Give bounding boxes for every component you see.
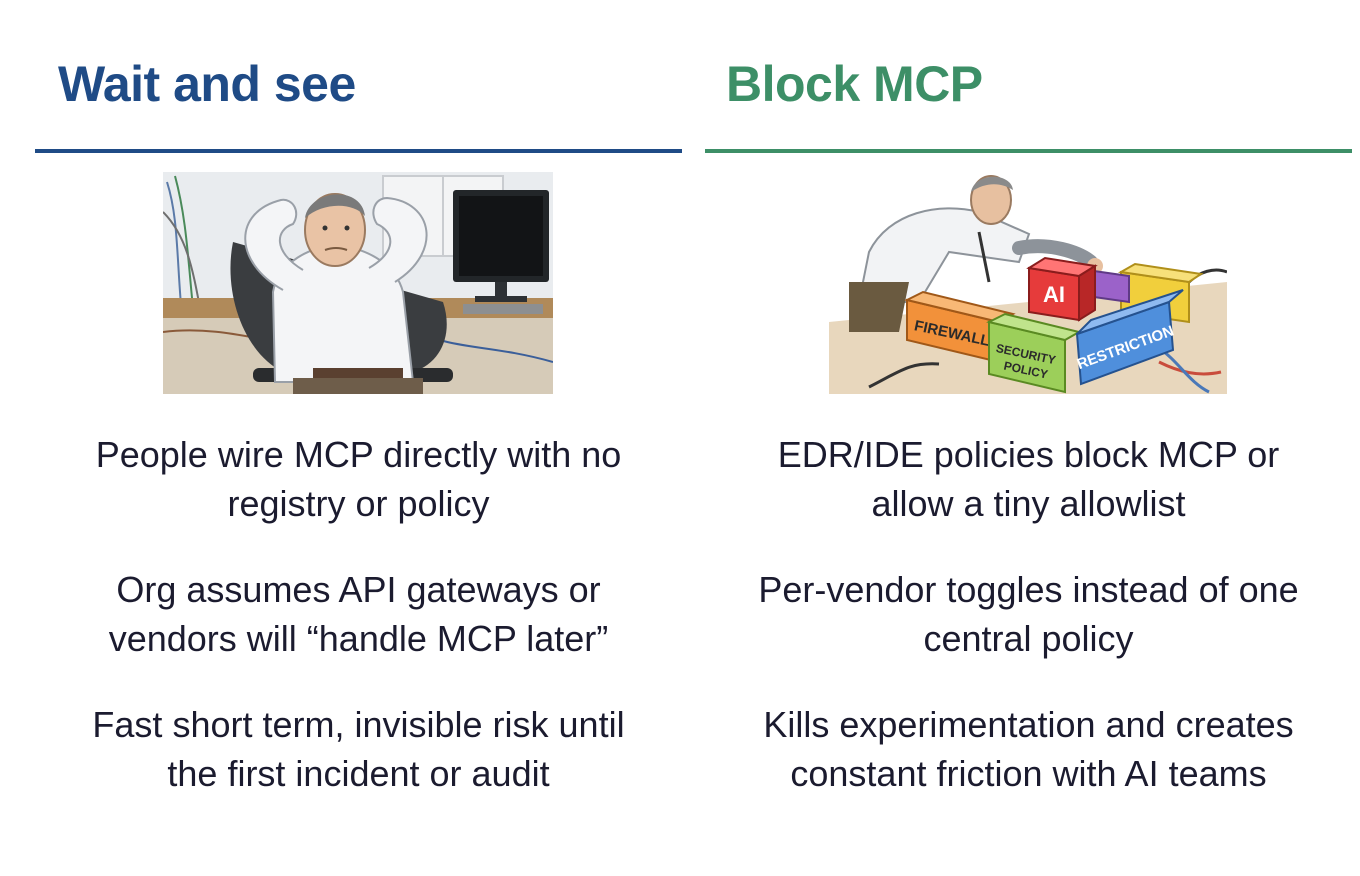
wait-and-see-title: Wait and see	[58, 56, 356, 112]
block-mcp-divider	[705, 149, 1352, 153]
block-mcp-point-3: Kills experimentation and creates consta…	[705, 700, 1352, 798]
block-mcp-point-1: EDR/IDE policies block MCP or allow a ti…	[705, 430, 1352, 528]
point-line: Per-vendor toggles instead of one	[758, 569, 1299, 610]
point-line: Fast short term, invisible risk until	[92, 704, 625, 745]
wait-and-see-point-1: People wire MCP directly with no registr…	[35, 430, 682, 528]
point-line: allow a tiny allowlist	[871, 483, 1186, 524]
point-line: EDR/IDE policies block MCP or	[777, 434, 1280, 475]
point-line: People wire MCP directly with no	[95, 434, 622, 475]
wait-and-see-point-2: Org assumes API gateways or vendors will…	[35, 565, 682, 663]
point-line: the first incident or audit	[167, 753, 550, 794]
block-mcp-point-2: Per-vendor toggles instead of one centra…	[705, 565, 1352, 663]
relaxed-man-at-desk-illustration	[163, 172, 553, 394]
wait-and-see-column: Wait and see	[35, 0, 682, 876]
ai-block-label: AI	[1043, 282, 1065, 307]
block-mcp-title: Block MCP	[726, 56, 983, 112]
point-line: Org assumes API gateways or	[116, 569, 601, 610]
man-stacking-security-blocks-illustration: AI FIREWALL SECURITY POLICY RESTRICTION	[829, 172, 1227, 394]
point-line: Kills experimentation and creates	[763, 704, 1294, 745]
point-line: registry or policy	[227, 483, 490, 524]
point-line: constant friction with AI teams	[790, 753, 1267, 794]
wait-and-see-divider	[35, 149, 682, 153]
wait-and-see-point-3: Fast short term, invisible risk until th…	[35, 700, 682, 798]
point-line: vendors will “handle MCP later”	[108, 618, 609, 659]
point-line: central policy	[923, 618, 1134, 659]
block-mcp-column: Block MCP	[705, 0, 1352, 876]
